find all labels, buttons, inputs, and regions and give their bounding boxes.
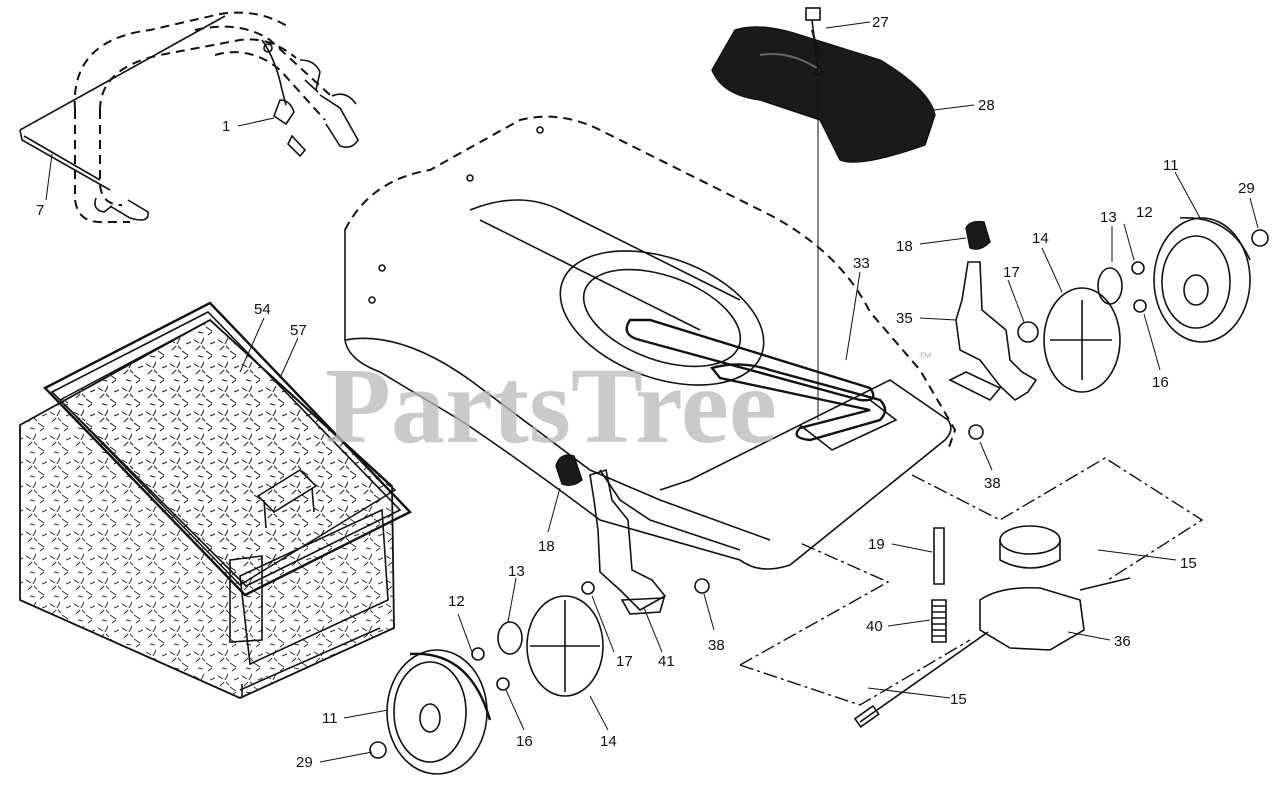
callout-16-right: 16 (1152, 374, 1169, 391)
watermark-trademark: ™ (918, 349, 932, 365)
callout-17-right: 17 (1003, 264, 1020, 281)
callout-18-right: 18 (896, 238, 913, 255)
callout-15-bottom: 15 (950, 691, 967, 708)
callout-18-left: 18 (538, 538, 555, 555)
right-drive-wheel (1153, 217, 1251, 343)
callout-29-right: 29 (1238, 180, 1255, 197)
left-drive-gear (369, 578, 710, 759)
callout-38-left: 38 (708, 637, 725, 654)
control-cover (711, 7, 936, 163)
right-bushing (968, 424, 984, 440)
leader-lines (45, 21, 1259, 763)
callout-14-left: 14 (600, 733, 617, 750)
left-height-adjuster (555, 454, 667, 615)
callout-38-right: 38 (984, 475, 1001, 492)
callout-13-right: 13 (1100, 209, 1117, 226)
callout-11-right: 11 (1163, 157, 1179, 174)
callout-17-left: 17 (616, 653, 633, 670)
right-height-adjuster (948, 220, 1038, 402)
callout-19: 19 (868, 536, 885, 553)
left-wheel-cover (526, 595, 604, 697)
transmission-area (739, 457, 1204, 728)
callout-36: 36 (1114, 633, 1131, 650)
callout-35: 35 (896, 310, 913, 327)
callout-12-left: 12 (448, 593, 465, 610)
callout-27: 27 (872, 14, 889, 31)
left-drive-wheel (386, 649, 492, 775)
right-wheel-cover (1017, 287, 1121, 393)
callout-33: 33 (853, 255, 870, 272)
callout-11-left: 11 (322, 710, 338, 727)
right-drive-gear (1097, 229, 1269, 313)
callout-1: 1 (222, 118, 230, 135)
watermark: PartsTree ™ (325, 347, 932, 466)
callout-7: 7 (36, 202, 44, 219)
grass-bag (19, 301, 412, 699)
watermark-text: PartsTree (325, 347, 777, 466)
callout-12-right: 12 (1136, 204, 1153, 221)
callout-57: 57 (290, 322, 307, 339)
mower-deck (344, 115, 957, 570)
callout-54: 54 (254, 301, 271, 318)
callout-16-left: 16 (516, 733, 533, 750)
callout-29-left: 29 (296, 754, 313, 771)
callout-13-left: 13 (508, 563, 525, 580)
callout-labels: 1 7 27 28 11 29 13 12 14 18 33 17 35 16 … (36, 14, 1255, 771)
callout-14-right: 14 (1032, 230, 1049, 247)
callout-28: 28 (978, 97, 995, 114)
callout-40: 40 (866, 618, 883, 635)
upper-handle (19, 11, 359, 223)
callout-15-top: 15 (1180, 555, 1197, 572)
callout-41: 41 (658, 653, 675, 670)
